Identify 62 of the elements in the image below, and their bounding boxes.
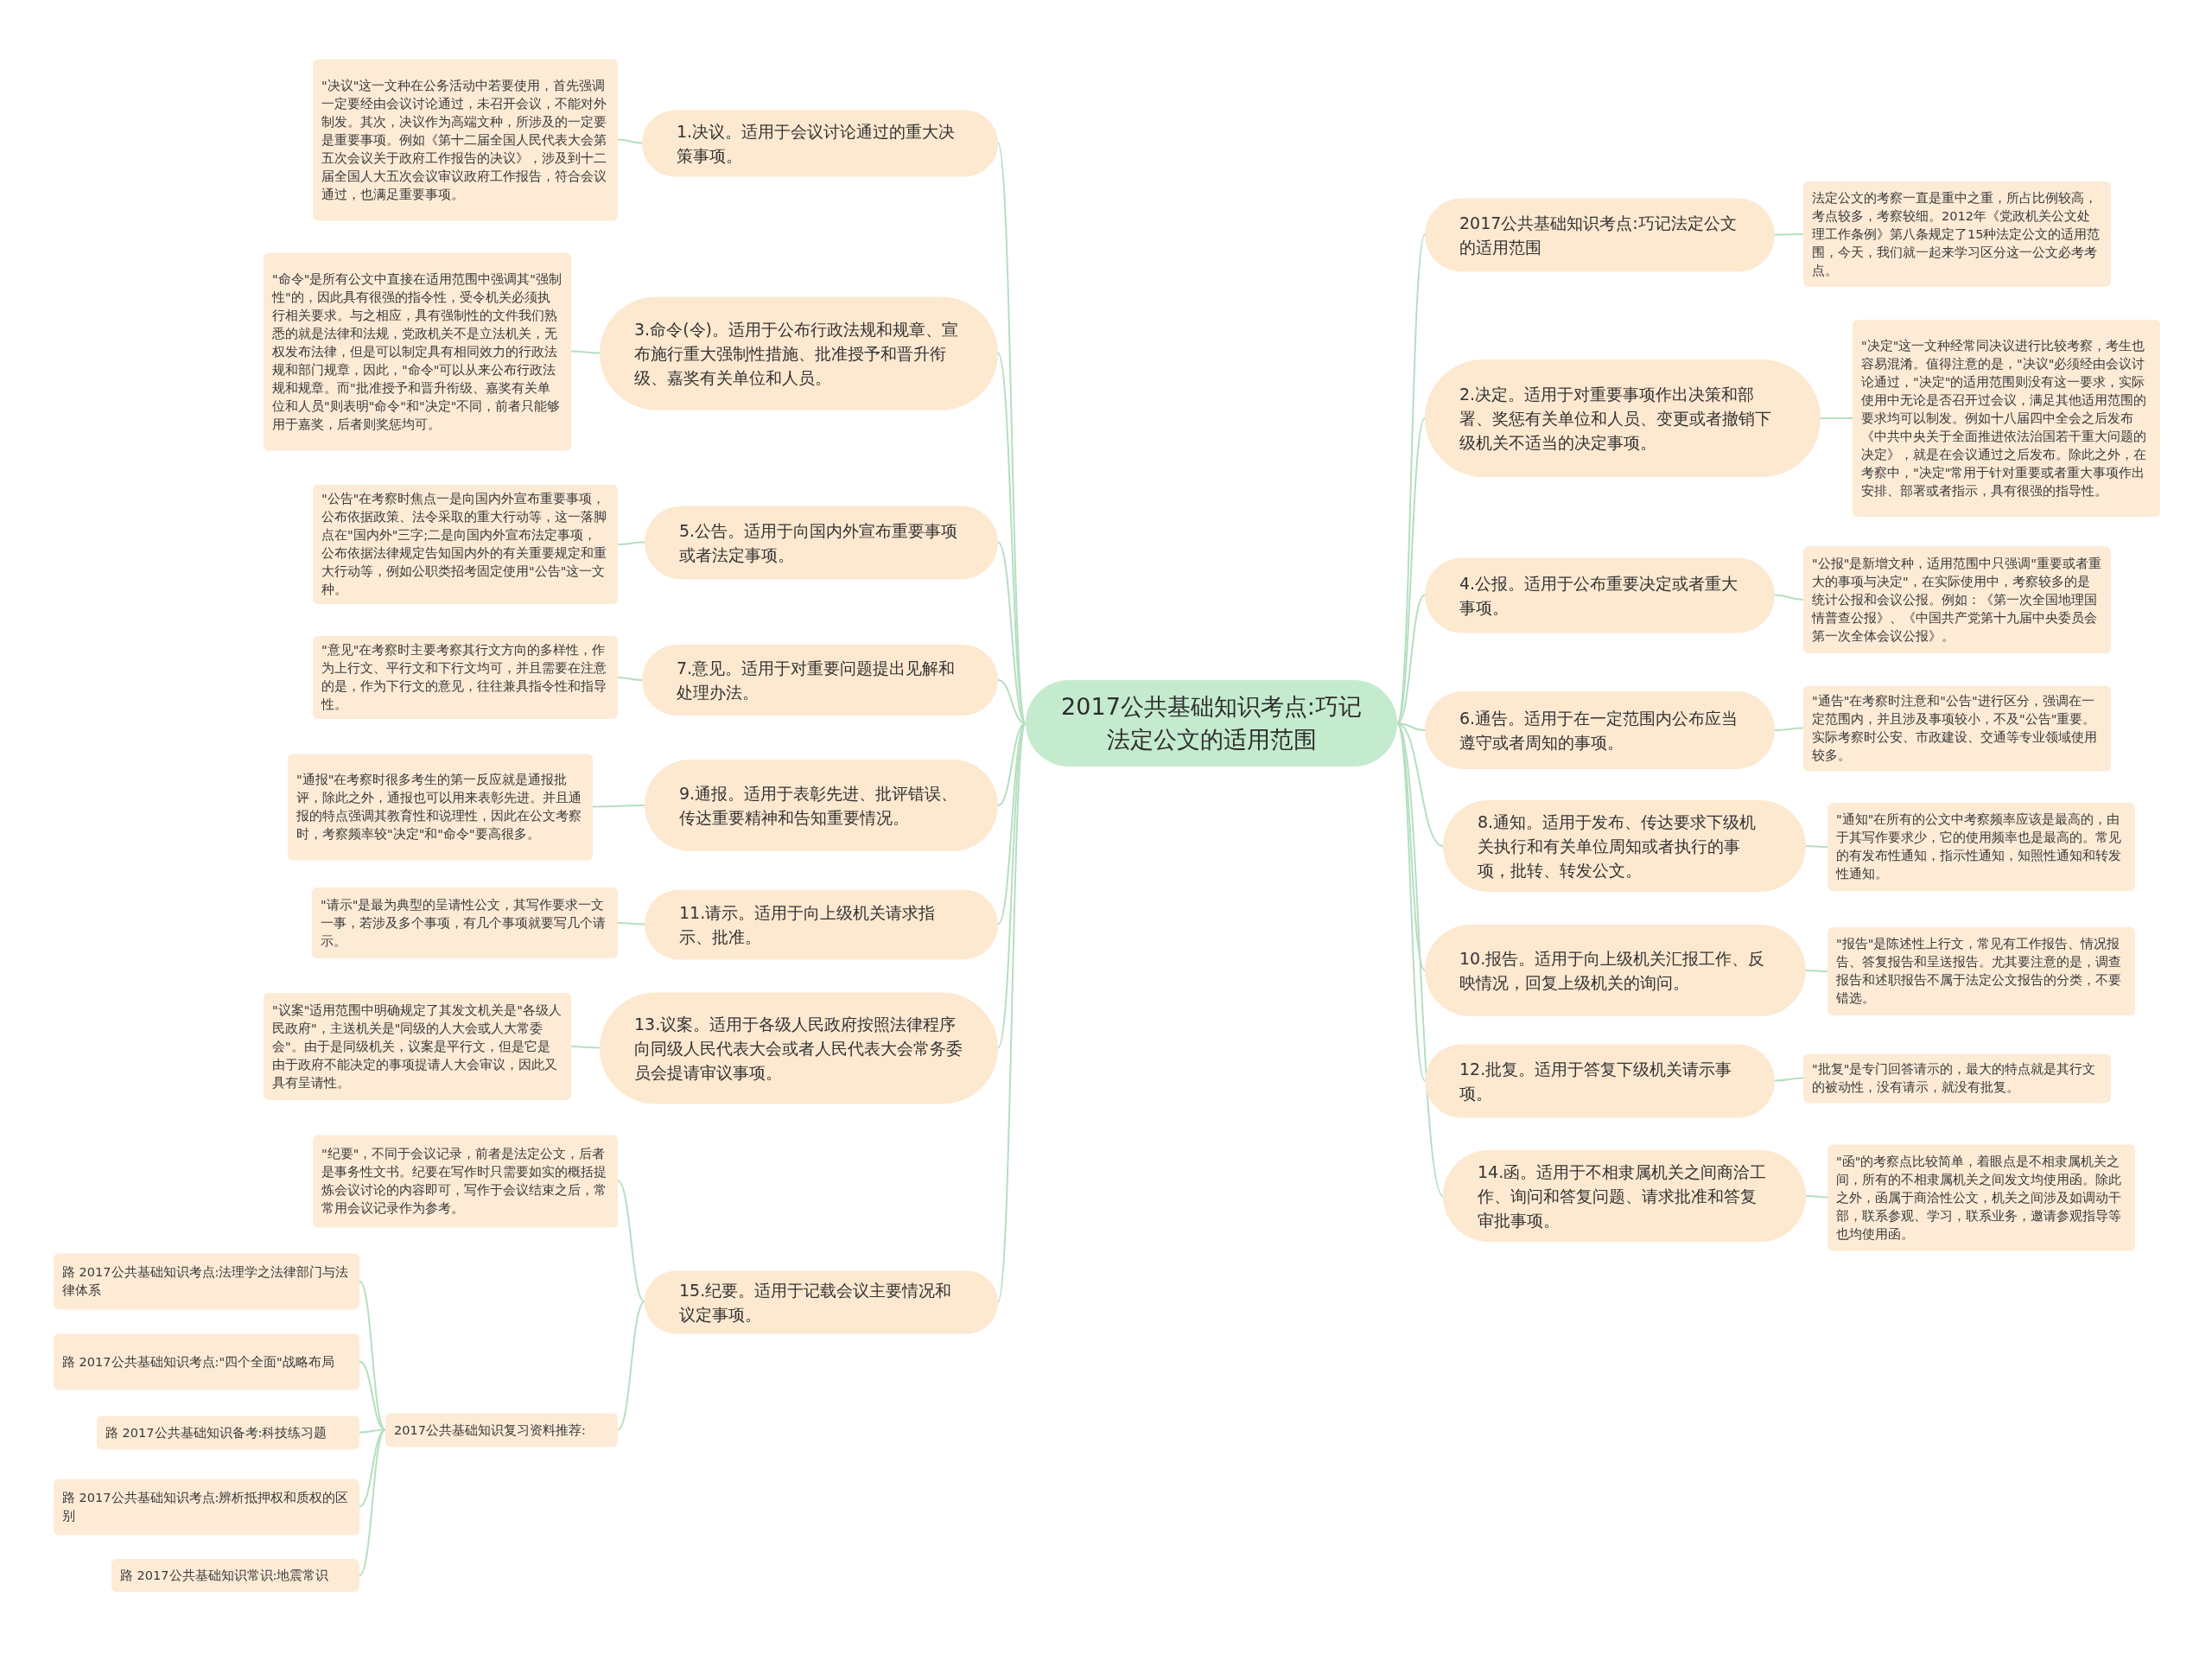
connector-line bbox=[1396, 594, 1426, 724]
note-card: "通知"在所有的公文中考察频率应该是最高的，由于其写作要求少，它的使用频率也是最高的。常见的有发布性通知，指示性通知，知照性通知和转发性通知。 bbox=[1827, 803, 2135, 891]
connector-line bbox=[617, 1301, 645, 1431]
connector-line bbox=[1396, 417, 1426, 724]
note-card: "命令"是所有公文中直接在适用范围中强调其"强制性"的，因此具有很强的指令性，受令机关必须执行相关要求。与之相应，具有强制性的文件我们熟悉的就是法律和法规，党政机关不是立法机关，无权发布法律，但是可以制定具有相同效力的行政法规和部门规章，因此，"命令"可以从来公布行政法规和规章。而"批准授予和晋升衔级、嘉奖有关单位和人员"则表明"命令"和"决定"不同，前者只能够用于嘉奖，后者则奖惩均可。 bbox=[264, 252, 571, 450]
branch-topic: 1.决议。适用于会议讨论通过的重大决策事项。 bbox=[642, 110, 998, 176]
connector-line bbox=[1774, 727, 1804, 731]
note-card: "公告"在考察时焦点一是向国内外宣布重要事项，公布依据政策、法令采取的重大行动等，这一落脚点在"国内外"三字;二是向国内外宣布法定事项，公布依据法律规定告知国内外的有关重要规定和重大行动等，例如公职类招考固定使用"公告"这一文种。 bbox=[313, 485, 618, 604]
connector-line bbox=[997, 722, 1027, 806]
note-card: "通报"在考察时很多考生的第一反应就是通报批评，除此之外，通报也可以用来表彰先进。并且通报的特点强调其教育性和说理性，因此在公文考察时，考察频率较"决定"和"命令"要高很多。 bbox=[288, 754, 593, 860]
link-card: 路 2017公共基础知识考点:辨析抵押权和质权的区别 bbox=[54, 1479, 359, 1535]
connector-line bbox=[617, 138, 643, 144]
connector-line bbox=[592, 805, 645, 808]
branch-topic: 13.议案。适用于各级人民政府按照法律程序向同级人民代表大会或者人民代表大会常务委员会提请审议事项。 bbox=[600, 992, 998, 1104]
branch-topic: 14.函。适用于不相隶属机关之间商洽工作、询问和答复问题、请求批准和答复审批事项。 bbox=[1443, 1150, 1806, 1242]
link-card: 2017公共基础知识复习资料推荐: bbox=[385, 1413, 618, 1447]
note-card: "议案"适用范围中明确规定了其发文机关是"各级人民政府"，主送机关是"同级的人大会或人大常委会"。由于是同级机关，议案是平行文，但是它是由于政府不能决定的事项提请人大会审议，因此又具有呈请性。 bbox=[264, 993, 571, 1100]
connector-line bbox=[359, 1428, 386, 1576]
branch-topic: 2017公共基础知识考点:巧记法定公文的适用范围 bbox=[1425, 198, 1775, 271]
connector-line bbox=[1805, 970, 1828, 972]
note-card: 法定公文的考察一直是重中之重，所占比例较高，考点较多，考察较细。2012年《党政机关公文处理工作条例》第八条规定了15种法定公文的适用范围，今天，我们就一起来学习区分这一公文必考考点。 bbox=[1803, 181, 2111, 287]
link-card: 路 2017公共基础知识考点:法理学之法律部门与法律体系 bbox=[54, 1253, 359, 1309]
branch-topic: 15.纪要。适用于记载会议主要情况和议定事项。 bbox=[645, 1270, 998, 1333]
branch-topic: 12.批复。适用于答复下级机关请示事项。 bbox=[1425, 1044, 1775, 1117]
note-card: "公报"是新增文种，适用范围中只强调"重要或者重大的事项与决定"，在实际使用中，考察较多的是统计公报和会议公报。例如：《第一次全国地理国情普查公报》、《中国共产党第十九届中央委员会第一次全体会议公报》。 bbox=[1803, 546, 2111, 653]
connector-line bbox=[617, 677, 643, 681]
branch-topic: 5.公告。适用于向国内外宣布重要事项或者法定事项。 bbox=[645, 506, 998, 579]
note-card: "决定"这一文种经常同决议进行比较考察，考生也容易混淆。值得注意的是，"决议"必须经由会议讨论通过，"决定"的适用范围则没有这一要求，实际使用中无论是否召开过会议，满足其他适用范围的要求均可以制发。例如十八届四中全会之后发布《中共中央关于全面推进依法治国若干重大问题的决定》，就是在会议通过之后发布。除此之外，在考察中，"决定"常用于针对重要或者重大事项作出安排、部署或者指示，具有很强的指导性。 bbox=[1853, 320, 2160, 517]
note-card: "决议"这一文种在公务活动中若要使用，首先强调一定要经由会议讨论通过，未召开会议，不能对外制发。其次，决议作为高端文种，所涉及的一定要是重要事项。例如《第十二届全国人民代表大会第五次会议关于政府工作报告的决议》，涉及到十二届全国人大五次会议审议政府工作报告，符合会议通过，也满足重要事项。 bbox=[313, 59, 618, 220]
link-card: 路 2017公共基础知识常识:地震常识 bbox=[111, 1559, 359, 1592]
connector-line bbox=[1774, 233, 1804, 236]
connector-line bbox=[617, 541, 645, 545]
connector-line bbox=[1774, 594, 1804, 601]
branch-topic: 3.命令(令)。适用于公布行政法规和规章、宣布施行重大强制性措施、批准授予和晋升衔级、嘉奖有关单位和人员。 bbox=[600, 296, 998, 410]
link-card: 路 2017公共基础知识备考:科技练习题 bbox=[97, 1415, 359, 1449]
note-card: "通告"在考察时注意和"公告"进行区分，强调在一定范围内，并且涉及事项较小，不及"公告"重要。实际考察时公安、市政建设、交通等专业领域使用较多。 bbox=[1803, 685, 2111, 771]
connector-line bbox=[1805, 1195, 1828, 1199]
note-card: "请示"是最为典型的呈请性公文，其写作要求一文一事，若涉及多个事项，有几个事项就要写几个请示。 bbox=[312, 887, 618, 958]
note-card: "报告"是陈述性上行文，常见有工作报告、情况报告、答复报告和呈送报告。尤其要注意的是，调查报告和述职报告不属于法定公文报告的分类，不要错选。 bbox=[1827, 927, 2135, 1015]
branch-topic: 2.决定。适用于对重要事项作出决策和部署、奖惩有关单位和人员、变更或者撤销下级机关不适当的决定事项。 bbox=[1425, 359, 1821, 477]
branch-topic: 6.通告。适用于在一定范围内公布应当遵守或者周知的事项。 bbox=[1425, 691, 1775, 769]
branch-topic: 11.请示。适用于向上级机关请求指示、批准。 bbox=[645, 889, 998, 959]
note-card: "意见"在考察时主要考察其行文方向的多样性，作为上行文、平行文和下行文均可，并且需要在注意的是，作为下行文的意见，往往兼具指令性和指导性。 bbox=[313, 636, 618, 719]
connector-line bbox=[997, 541, 1027, 724]
branch-topic: 7.意见。适用于对重要问题提出见解和处理办法。 bbox=[642, 645, 998, 716]
connector-line bbox=[570, 1046, 601, 1049]
link-card: 路 2017公共基础知识考点:"四个全面"战略布局 bbox=[54, 1333, 359, 1390]
central-topic: 2017公共基础知识考点:巧记法定公文的适用范围 bbox=[1026, 680, 1397, 767]
branch-topic: 10.报告。适用于向上级机关汇报工作、反映情况，回复上级机关的询问。 bbox=[1425, 925, 1806, 1016]
note-card: "批复"是专门回答请示的，最大的特点就是其行文的被动性，没有请示，就没有批复。 bbox=[1803, 1053, 2111, 1103]
connector-line bbox=[1805, 845, 1828, 848]
connector-line bbox=[1820, 417, 1853, 419]
connector-line bbox=[1774, 1077, 1804, 1082]
note-card: "函"的考察点比较简单，着眼点是不相隶属机关之间，所有的不相隶属机关之间发文均使用函。除此之外，函属于商洽性公文，机关之间涉及如调动干部，联系参观、学习，联系业务，邀请参观指导等也均使用函。 bbox=[1827, 1144, 2135, 1250]
connector-line bbox=[570, 350, 601, 354]
branch-topic: 8.通知。适用于发布、传达要求下级机关执行和有关单位周知或者执行的事项，批转、转发公文。 bbox=[1443, 800, 1806, 892]
connector-line bbox=[617, 922, 645, 926]
connector-line bbox=[617, 1180, 645, 1303]
note-card: "纪要"，不同于会议记录，前者是法定公文，后者是事务性文书。纪要在写作时只需要如实的概括提炼会议讨论的内容即可，写作于会议结束之后，常常用会议记录作为参考。 bbox=[313, 1135, 618, 1227]
branch-topic: 9.通报。适用于表彰先进、批评错误、传达重要精神和告知重要情况。 bbox=[645, 760, 998, 851]
connector-line bbox=[997, 679, 1027, 724]
branch-topic: 4.公报。适用于公布重要决定或者重大事项。 bbox=[1425, 557, 1775, 633]
